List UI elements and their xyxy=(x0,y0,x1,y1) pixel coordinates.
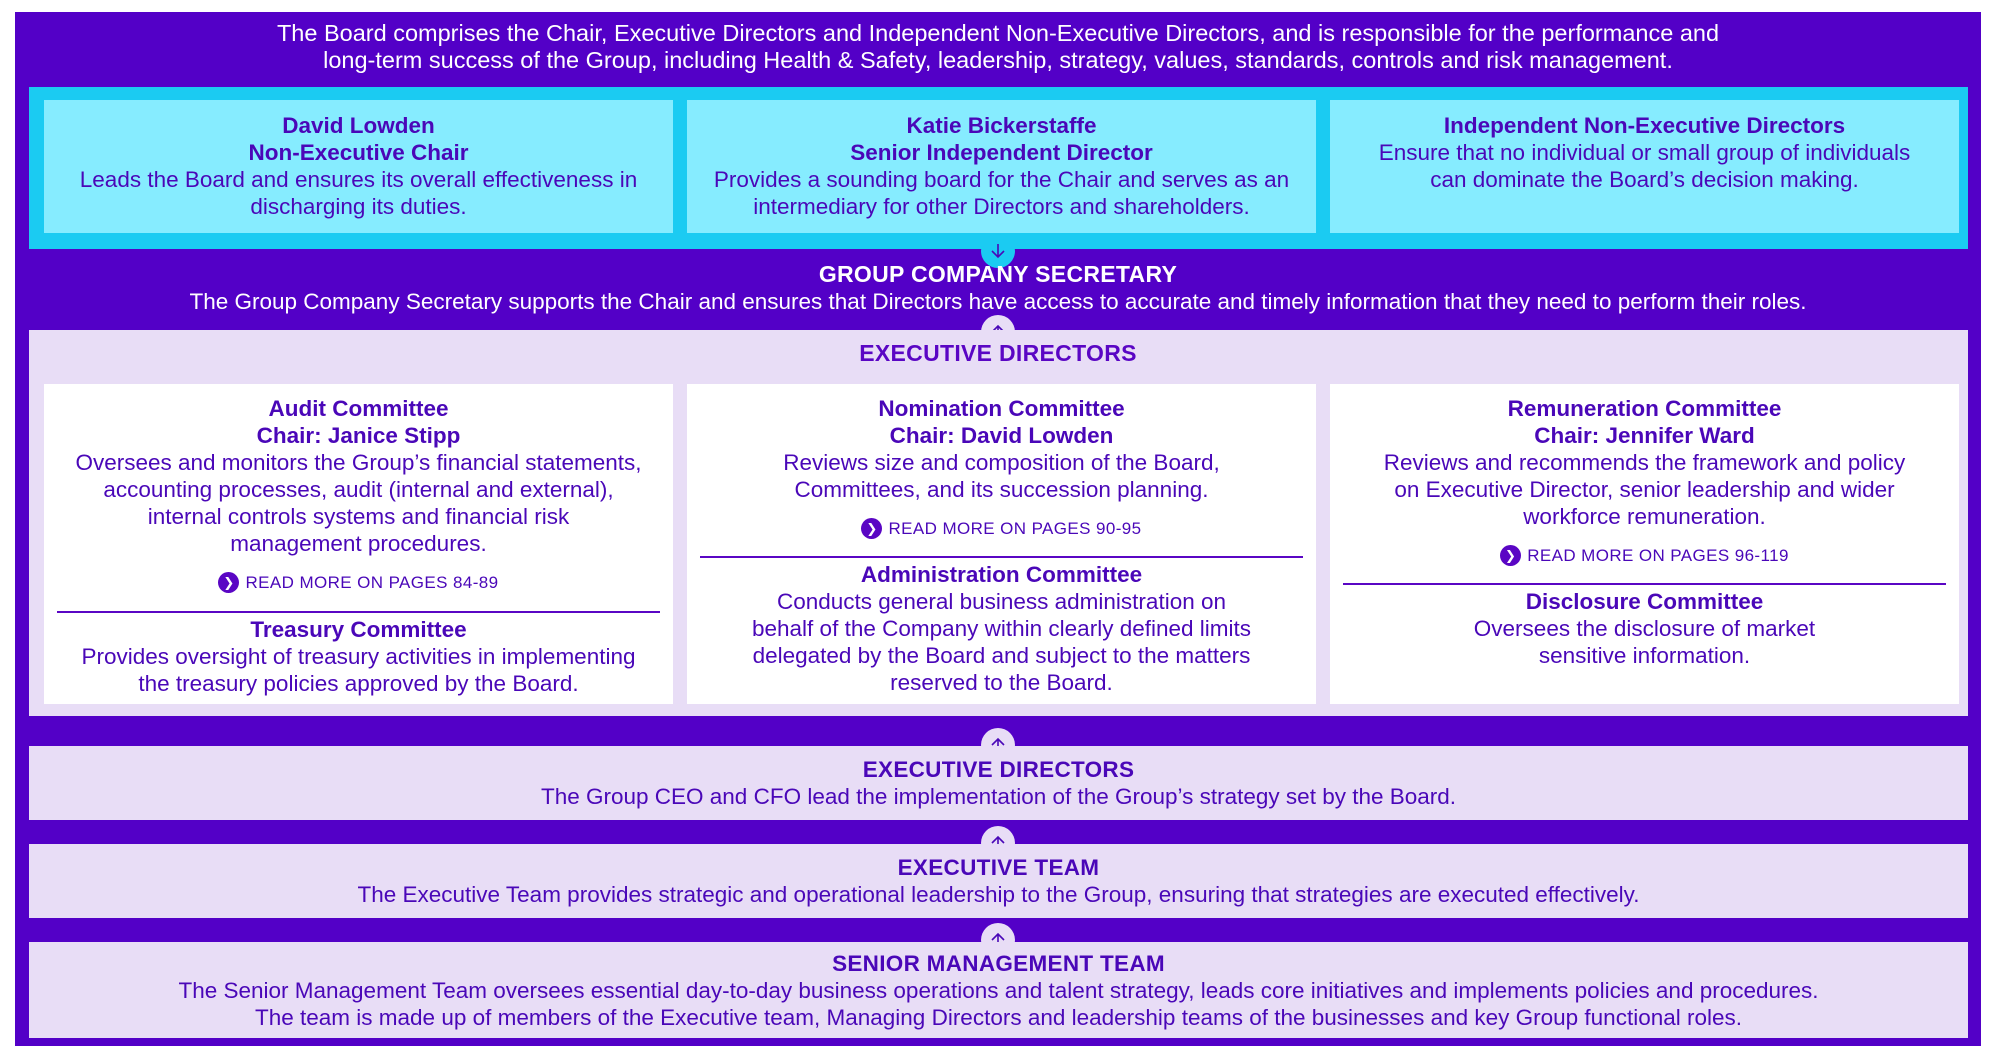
committee-title: Remuneration Committee xyxy=(1507,396,1782,421)
box-title: SENIOR MANAGEMENT TEAM xyxy=(832,951,1165,976)
sub-committee-desc-line: Conducts general business administration… xyxy=(776,589,1226,614)
committee-desc-line: Oversees and monitors the Group’s financ… xyxy=(75,450,642,475)
box-description-line: The Senior Management Team oversees esse… xyxy=(178,978,1819,1003)
committee-chair: Chair: Janice Stipp xyxy=(256,423,461,448)
box-description-line: The team is made up of members of the Ex… xyxy=(254,1005,1743,1030)
executive-directors-box: EXECUTIVE DIRECTORS The Group CEO and CF… xyxy=(29,746,1968,820)
chevron-right-icon: ❯ xyxy=(218,572,240,593)
sub-committee-treasury: Treasury Committee Provides oversight of… xyxy=(44,616,673,697)
board-role-title: Non-Executive Chair xyxy=(248,140,469,165)
secretary-description: The Group Company Secretary supports the… xyxy=(189,289,1807,314)
sub-committee-desc-line: Provides oversight of treasury activitie… xyxy=(81,644,636,669)
board-role-name: David Lowden xyxy=(282,113,435,138)
committee-chair: Chair: Jennifer Ward xyxy=(1534,423,1755,448)
read-more-link[interactable]: ❯ READ MORE ON PAGES 96-119 xyxy=(1330,542,1959,569)
committee-divider xyxy=(57,611,660,613)
box-description: The Executive Team provides strategic an… xyxy=(357,882,1640,907)
sub-committee-disclosure: Disclosure Committee Oversees the disclo… xyxy=(1330,588,1959,669)
committee-desc-line: workforce remuneration. xyxy=(1523,504,1766,529)
committee-desc-line: on Executive Director, senior leadership… xyxy=(1394,477,1895,502)
committee-chair: Chair: David Lowden xyxy=(889,423,1114,448)
committee-divider xyxy=(700,556,1303,558)
committee-desc-line: Committees, and its succession planning. xyxy=(794,477,1209,502)
board-role-desc-line: Ensure that no individual or small group… xyxy=(1378,140,1911,165)
board-role-desc-line: Leads the Board and ensures its overall … xyxy=(79,167,638,192)
box-description: The Group CEO and CFO lead the implement… xyxy=(540,784,1457,809)
committees-band-title: EXECUTIVE DIRECTORS xyxy=(859,340,1137,366)
read-more-label: READ MORE ON PAGES 84-89 xyxy=(245,573,499,592)
board-role-desc-line: Provides a sounding board for the Chair … xyxy=(713,167,1290,192)
board-role-desc-line: intermediary for other Directors and sha… xyxy=(753,194,1250,219)
sub-committee-desc-line: Oversees the disclosure of market xyxy=(1473,616,1816,641)
board-role-desc-line: can dominate the Board’s decision making… xyxy=(1430,167,1859,192)
sub-committee-desc-line: reserved to the Board. xyxy=(890,670,1113,695)
board-intro-line-1: The Board comprises the Chair, Executive… xyxy=(276,20,1720,46)
board-role-desc-line: discharging its duties. xyxy=(250,194,467,219)
sub-committee-title: Administration Committee xyxy=(860,562,1143,587)
read-more-link[interactable]: ❯ READ MORE ON PAGES 84-89 xyxy=(44,569,673,596)
senior-management-box: SENIOR MANAGEMENT TEAM The Senior Manage… xyxy=(29,942,1968,1038)
board-role-ined: Independent Non-Executive Directors Ensu… xyxy=(1330,100,1959,233)
secretary-title: GROUP COMPANY SECRETARY xyxy=(818,261,1178,287)
board-role-title: Senior Independent Director xyxy=(850,140,1153,165)
read-more-label: READ MORE ON PAGES 90-95 xyxy=(888,519,1142,538)
committee-card-remuneration: Remuneration Committee Chair: Jennifer W… xyxy=(1330,384,1959,704)
sub-committee-title: Disclosure Committee xyxy=(1525,589,1764,614)
board-role-sid: Katie Bickerstaffe Senior Independent Di… xyxy=(687,100,1316,233)
box-title: EXECUTIVE TEAM xyxy=(897,855,1100,880)
committee-desc-line: internal controls systems and financial … xyxy=(147,504,570,529)
governance-diagram: The Board comprises the Chair, Executive… xyxy=(15,12,1981,1046)
board-intro: The Board comprises the Chair, Executive… xyxy=(15,20,1981,74)
committee-card-nomination: Nomination Committee Chair: David Lowden… xyxy=(687,384,1316,704)
sub-committee-desc-line: sensitive information. xyxy=(1538,643,1751,668)
committee-title: Audit Committee xyxy=(268,396,449,421)
sub-committee-desc-line: the treasury policies approved by the Bo… xyxy=(138,671,579,696)
read-more-label: READ MORE ON PAGES 96-119 xyxy=(1527,546,1789,565)
board-intro-line-2: long-term success of the Group, includin… xyxy=(323,47,1673,73)
chevron-right-icon: ❯ xyxy=(861,518,883,539)
committee-desc-line: Reviews and recommends the framework and… xyxy=(1383,450,1906,475)
board-role-name: Independent Non-Executive Directors xyxy=(1443,113,1846,138)
board-role-chair: David Lowden Non-Executive Chair Leads t… xyxy=(44,100,673,233)
committee-desc-line: management procedures. xyxy=(230,531,487,556)
board-role-name: Katie Bickerstaffe xyxy=(906,113,1097,138)
committee-desc-line: Reviews size and composition of the Boar… xyxy=(783,450,1220,475)
committee-divider xyxy=(1343,583,1946,585)
box-title: EXECUTIVE DIRECTORS xyxy=(862,757,1135,782)
executive-team-box: EXECUTIVE TEAM The Executive Team provid… xyxy=(29,844,1968,918)
sub-committee-administration: Administration Committee Conducts genera… xyxy=(687,561,1316,696)
down-arrow-icon xyxy=(981,234,1015,268)
chevron-right-icon: ❯ xyxy=(1500,545,1522,566)
sub-committee-desc-line: delegated by the Board and subject to th… xyxy=(752,643,1251,668)
committee-title: Nomination Committee xyxy=(878,396,1125,421)
sub-committee-desc-line: behalf of the Company within clearly def… xyxy=(752,616,1251,641)
committee-desc-line: accounting processes, audit (internal an… xyxy=(103,477,614,502)
sub-committee-title: Treasury Committee xyxy=(250,617,467,642)
committee-card-audit: Audit Committee Chair: Janice Stipp Over… xyxy=(44,384,673,704)
read-more-link[interactable]: ❯ READ MORE ON PAGES 90-95 xyxy=(687,515,1316,542)
